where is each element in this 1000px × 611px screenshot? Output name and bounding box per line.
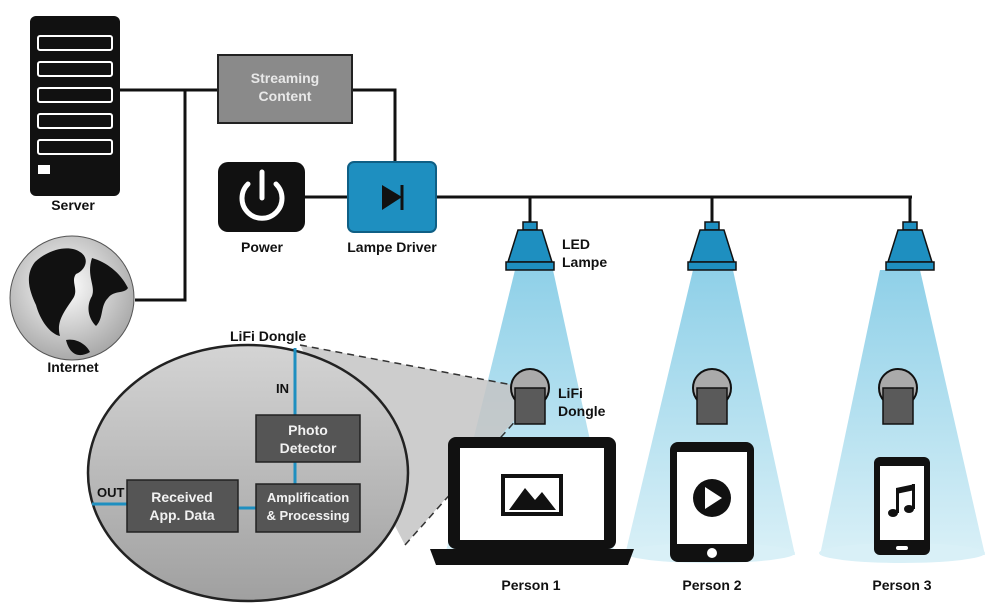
- dongle-1-icon: [510, 368, 550, 425]
- lifi-dongle-label-2: Dongle: [558, 403, 606, 419]
- in-label: IN: [276, 381, 289, 396]
- streaming-label-1: Streaming: [251, 70, 319, 86]
- led-lamp-2-icon: [687, 221, 737, 271]
- led-lamp-label-1: LED: [562, 236, 590, 252]
- received-data-box: [126, 479, 239, 533]
- dongle-3-icon: [878, 368, 918, 425]
- out-label: OUT: [97, 485, 125, 500]
- photo-detector-label-2: Detector: [280, 440, 337, 456]
- led-lamp-3-icon: [885, 221, 935, 271]
- photo-detector-box: [255, 414, 361, 463]
- person-3-label: Person 3: [872, 577, 931, 593]
- server-label: Server: [51, 197, 95, 213]
- person-1-label: Person 1: [501, 577, 560, 593]
- lifi-dongle-bubble: [86, 343, 410, 603]
- dongle-2-icon: [692, 368, 732, 425]
- lifi-dongle-label-1: LiFi: [558, 385, 583, 401]
- phone-icon: [874, 457, 930, 555]
- amplification-box: [255, 483, 361, 533]
- streaming-content-box: [217, 54, 353, 124]
- received-data-label-2: App. Data: [149, 507, 215, 523]
- lamp-driver-label: Lampe Driver: [347, 239, 437, 255]
- streaming-label-2: Content: [259, 88, 312, 104]
- amplification-label-1: Amplification: [267, 490, 349, 505]
- globe-icon: [9, 235, 135, 361]
- led-lamp-label-2: Lampe: [562, 254, 607, 270]
- photo-detector-label-1: Photo: [288, 422, 328, 438]
- power-label: Power: [241, 239, 284, 255]
- lamp-driver-box: [347, 161, 437, 233]
- server-icon: [30, 16, 120, 196]
- received-data-label-1: Received: [151, 489, 212, 505]
- person-2-label: Person 2: [682, 577, 741, 593]
- laptop-icon: [430, 437, 634, 565]
- amplification-label-2: & Processing: [266, 508, 349, 523]
- bubble-blue-lines: [92, 348, 297, 510]
- led-lamp-1-icon: [505, 221, 555, 271]
- lifi-dongle-title: LiFi Dongle: [230, 328, 306, 344]
- power-icon: [218, 162, 305, 232]
- internet-label: Internet: [47, 359, 99, 375]
- connection-lines: [120, 88, 912, 302]
- tablet-icon: [670, 442, 754, 562]
